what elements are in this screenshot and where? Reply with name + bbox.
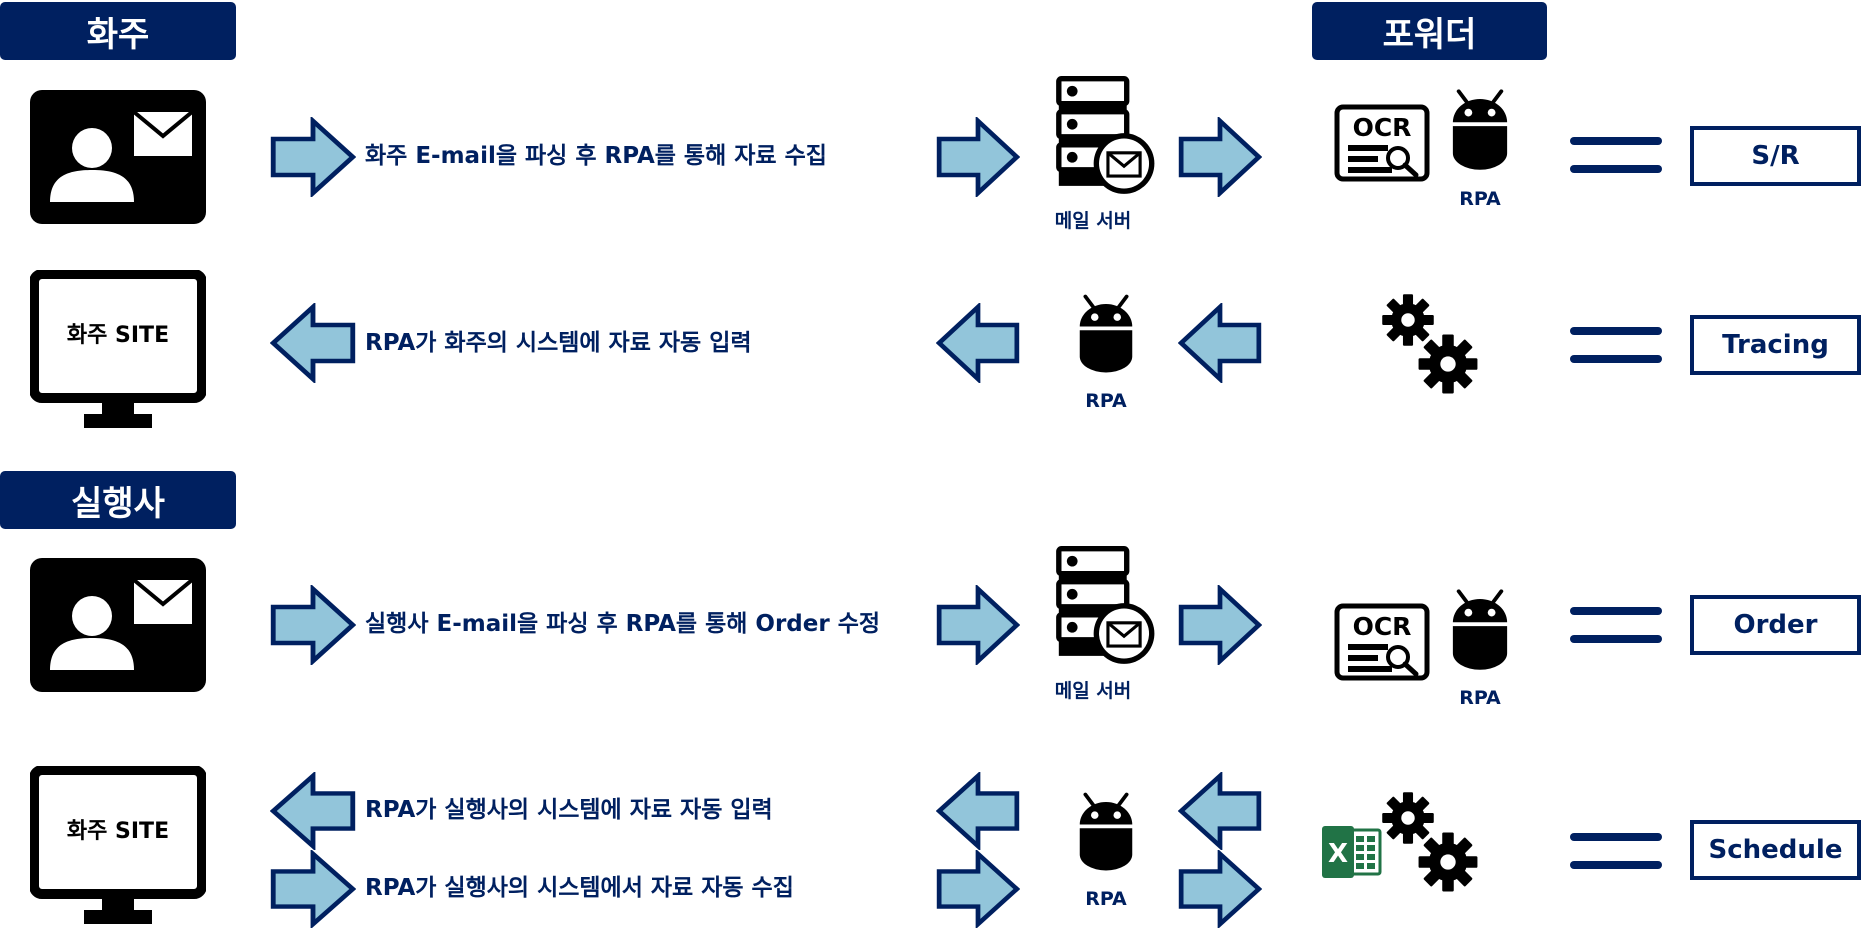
arrow-right-icon <box>936 117 1020 197</box>
arrow-right-icon <box>1178 117 1262 197</box>
arrow-left-icon <box>936 303 1020 383</box>
ocr-icon: OCR <box>1334 104 1430 182</box>
arrow-left-icon <box>1178 772 1262 850</box>
arrow-right-icon <box>1178 850 1262 928</box>
section-shipper: 화주 <box>0 2 236 60</box>
arrow-left-icon <box>270 772 356 850</box>
equals-icon <box>1570 137 1662 173</box>
gears-icon <box>1382 294 1478 394</box>
site-label: 화주 SITE <box>66 819 170 844</box>
section-carrier: 실행사 <box>0 471 236 529</box>
contact-mail-icon <box>30 558 206 692</box>
row4-input-description: RPA가 실행사의 시스템에 자료 자동 입력 <box>365 797 773 823</box>
robot-icon <box>1449 88 1511 172</box>
robot-label: RPA <box>1459 188 1501 210</box>
result-tracing: Tracing <box>1690 315 1861 375</box>
ocr-text: OCR <box>1353 113 1412 142</box>
result-schedule: Schedule <box>1690 820 1861 880</box>
ocr-text: OCR <box>1353 612 1412 641</box>
robot-icon <box>1076 292 1136 376</box>
robot-label: RPA <box>1085 390 1127 412</box>
svg-text:X: X <box>1328 839 1348 869</box>
row2-description: RPA가 화주의 시스템에 자료 자동 입력 <box>365 330 752 356</box>
arrow-right-icon <box>936 850 1020 928</box>
row4-collect-description: RPA가 실행사의 시스템에서 자료 자동 수집 <box>365 875 794 901</box>
arrow-right-icon <box>1178 585 1262 665</box>
site-label: 화주 SITE <box>66 323 170 348</box>
arrow-left-icon <box>936 772 1020 850</box>
arrow-right-icon <box>270 585 356 665</box>
arrow-right-icon <box>270 117 356 197</box>
mail-server-icon <box>1050 546 1165 680</box>
contact-mail-icon <box>30 90 206 224</box>
mail-server-icon <box>1050 76 1165 210</box>
arrow-right-icon <box>270 850 356 928</box>
arrow-left-icon <box>270 303 356 383</box>
section-forwarder: 포워더 <box>1312 2 1547 60</box>
robot-label: RPA <box>1085 888 1127 910</box>
result-order: Order <box>1690 595 1861 655</box>
equals-icon <box>1570 833 1662 869</box>
equals-icon <box>1570 327 1662 363</box>
robot-label: RPA <box>1459 687 1501 709</box>
mail-server-label: 메일 서버 <box>1054 680 1132 702</box>
gears-icon <box>1382 792 1478 892</box>
arrow-left-icon <box>1178 303 1262 383</box>
row1-description: 화주 E-mail을 파싱 후 RPA를 통해 자료 수집 <box>365 143 827 169</box>
result-sr: S/R <box>1690 126 1861 186</box>
mail-server-label: 메일 서버 <box>1054 210 1132 232</box>
arrow-right-icon <box>936 585 1020 665</box>
robot-icon <box>1076 790 1136 874</box>
equals-icon <box>1570 607 1662 643</box>
ocr-icon: OCR <box>1334 603 1430 681</box>
robot-icon <box>1449 588 1511 672</box>
excel-icon: X <box>1322 826 1382 878</box>
row3-description: 실행사 E-mail을 파싱 후 RPA를 통해 Order 수정 <box>365 611 881 637</box>
